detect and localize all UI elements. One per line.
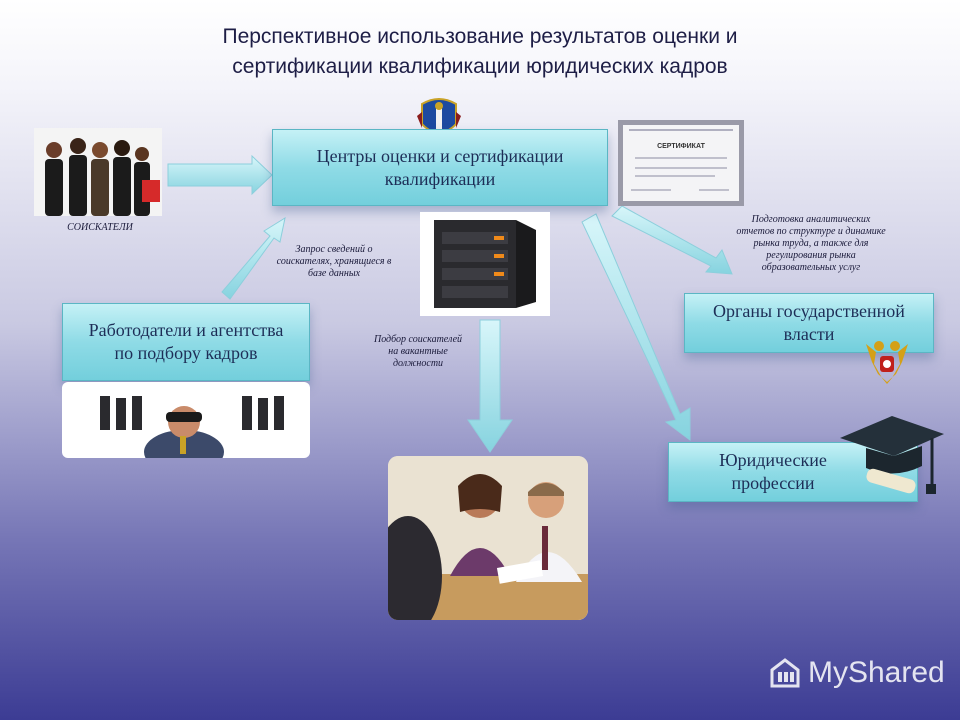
russian-coat-of-arms-icon bbox=[862, 334, 912, 388]
myshared-logo-icon bbox=[770, 658, 800, 688]
note-reports: Подготовка аналитических отчетов по стру… bbox=[736, 214, 886, 273]
note-request: Запрос сведений о соискателях, хранящиес… bbox=[276, 244, 392, 279]
note-selection: Подбор соискателей на вакантные должност… bbox=[373, 334, 463, 369]
arrow-employers-to-center bbox=[221, 216, 286, 300]
graduation-cap-icon bbox=[836, 414, 946, 504]
meeting-photo bbox=[388, 456, 588, 620]
server-icon bbox=[420, 212, 550, 316]
arrow-applicants-to-center bbox=[167, 154, 273, 196]
assessment-centers-box[interactable]: Центры оценки и сертификации квалификаци… bbox=[272, 129, 608, 206]
page-title: Перспективное использование результатов … bbox=[120, 22, 840, 82]
applicants-photo bbox=[34, 128, 162, 216]
employers-photo bbox=[62, 382, 310, 458]
title-line-1: Перспективное использование результатов … bbox=[222, 25, 738, 48]
certificate-image: СЕРТИФИКАТ bbox=[618, 120, 744, 206]
arrow-center-to-meeting bbox=[467, 319, 513, 453]
arrow-center-to-legal bbox=[581, 213, 691, 441]
certificate-heading: СЕРТИФИКАТ bbox=[657, 143, 705, 150]
employers-box[interactable]: Работодатели и агентства по подбору кадр… bbox=[62, 303, 310, 381]
applicants-label: СОИСКАТЕЛИ bbox=[67, 222, 133, 233]
myshared-watermark: MyShared bbox=[768, 656, 945, 690]
arrow-center-to-government bbox=[611, 205, 733, 275]
watermark-text: MyShared bbox=[808, 656, 945, 689]
title-line-2: сертификации квалификации юридических ка… bbox=[232, 55, 728, 78]
